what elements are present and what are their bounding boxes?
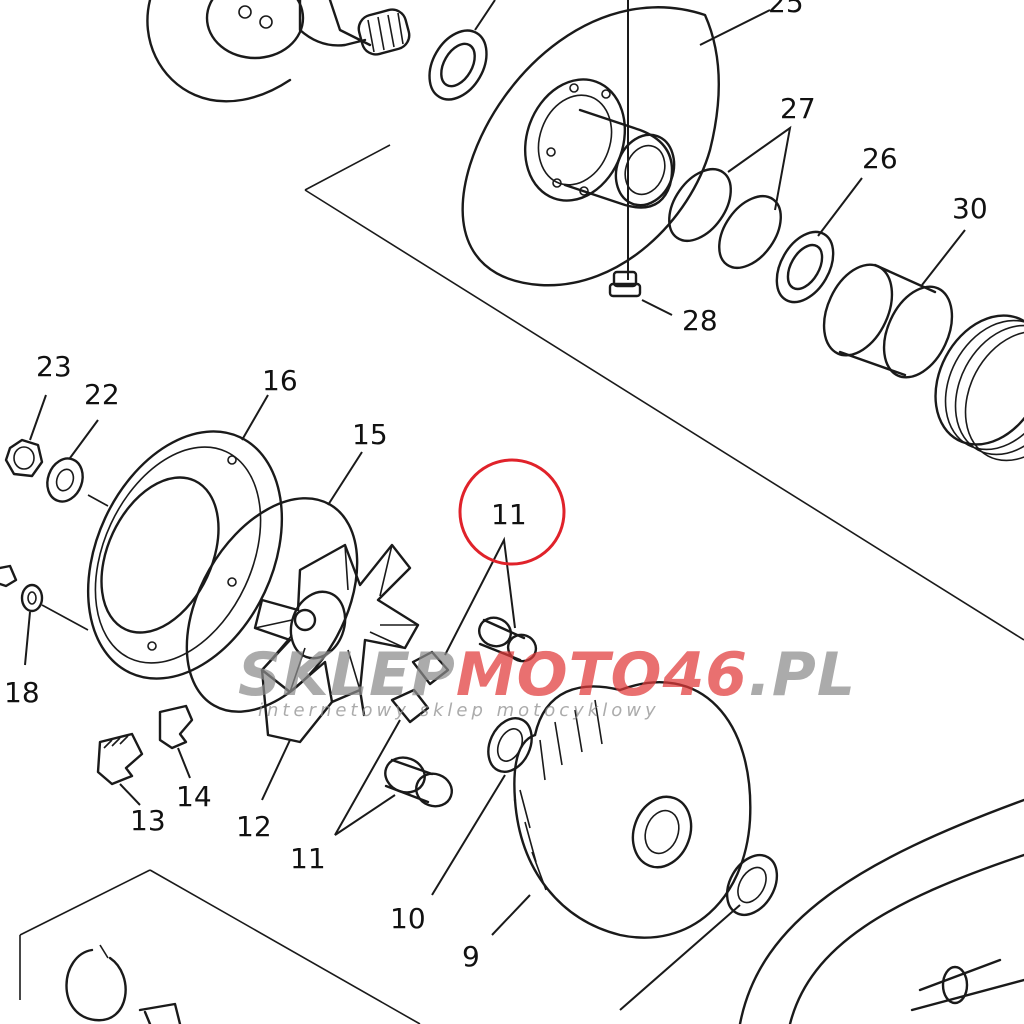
callout-14: 14 (176, 780, 212, 813)
callout-22: 22 (84, 378, 120, 411)
watermark: SKLEPMOTO46.PL internetowy sklep motocyk… (238, 640, 856, 721)
spring (934, 314, 1024, 462)
belt (738, 798, 1024, 1024)
screw-18 (0, 564, 44, 613)
callout-11-bottom: 11 (290, 842, 326, 875)
watermark-moto: MOTO (456, 640, 663, 710)
leader-13 (119, 783, 141, 806)
sheave-25 (461, 6, 720, 287)
leader-9 (491, 894, 531, 936)
rollers-11 (384, 616, 538, 808)
leader-10 (431, 774, 506, 896)
watermark-pl: .PL (748, 640, 856, 710)
shaft-bottom (138, 1002, 182, 1024)
ramp-plate-12 (253, 543, 420, 744)
svg-text:SKLEPMOTO46.PL: SKLEPMOTO46.PL (238, 640, 856, 710)
callout-13: 13 (130, 804, 166, 837)
leader-washer-right (619, 904, 741, 1011)
slider-13 (96, 732, 144, 786)
o-rings-27 (668, 168, 782, 269)
callout-9: 9 (462, 940, 480, 973)
leader-18 (24, 611, 31, 666)
leader-22 (69, 419, 99, 459)
leader-12 (261, 739, 291, 801)
watermark-46: 46 (662, 640, 749, 710)
leader-28 (641, 299, 673, 316)
watermark-sklep: SKLEP (238, 640, 456, 710)
slider-piece-1 (411, 650, 450, 686)
callout-15: 15 (352, 418, 388, 451)
callout-27: 27 (780, 92, 816, 125)
leader-11b (334, 719, 401, 836)
callout-23: 23 (36, 350, 72, 383)
slider-piece-2 (390, 688, 430, 724)
washer-22 (46, 457, 84, 503)
dash-leaders (41, 494, 109, 631)
circlip (65, 944, 127, 1022)
leader-15 (327, 451, 363, 506)
roller-1 (478, 616, 538, 663)
callout-10: 10 (390, 902, 426, 935)
roller-2 (384, 756, 453, 808)
callout-28: 28 (682, 304, 718, 337)
leader-11a (444, 536, 516, 656)
leader-23 (29, 394, 47, 441)
callout-labels: 25 27 26 30 28 23 22 16 15 11 18 14 13 1… (4, 0, 988, 973)
callout-18: 18 (4, 676, 40, 709)
washer-top (428, 29, 488, 101)
callout-25: 25 (768, 0, 804, 19)
bolt-28 (608, 270, 642, 298)
plate-16 (86, 430, 284, 680)
collar-30 (822, 263, 954, 379)
washer-26 (775, 230, 835, 304)
callout-16: 16 (262, 364, 298, 397)
callout-11-top: 11 (491, 498, 527, 531)
leader-27 (727, 125, 792, 211)
callout-26: 26 (862, 142, 898, 175)
washer-10 (487, 717, 533, 773)
callout-30: 30 (952, 192, 988, 225)
highlight-circle (458, 458, 566, 566)
washer-right (725, 853, 779, 917)
primary-sheave-top (146, 0, 411, 103)
callout-12: 12 (236, 810, 272, 843)
watermark-tagline: internetowy sklep motocyklowy (258, 700, 660, 721)
slider-14 (158, 704, 194, 750)
leader-30 (921, 229, 966, 286)
nut-23 (4, 438, 44, 478)
leader-16 (241, 394, 269, 441)
gasket-15 (185, 497, 359, 713)
leader-14 (177, 747, 191, 779)
leader-25 (699, 9, 771, 46)
leader-top (474, 0, 496, 31)
guide-lines (19, 144, 1024, 1024)
variator-9 (513, 681, 752, 939)
leader-26 (817, 177, 863, 237)
